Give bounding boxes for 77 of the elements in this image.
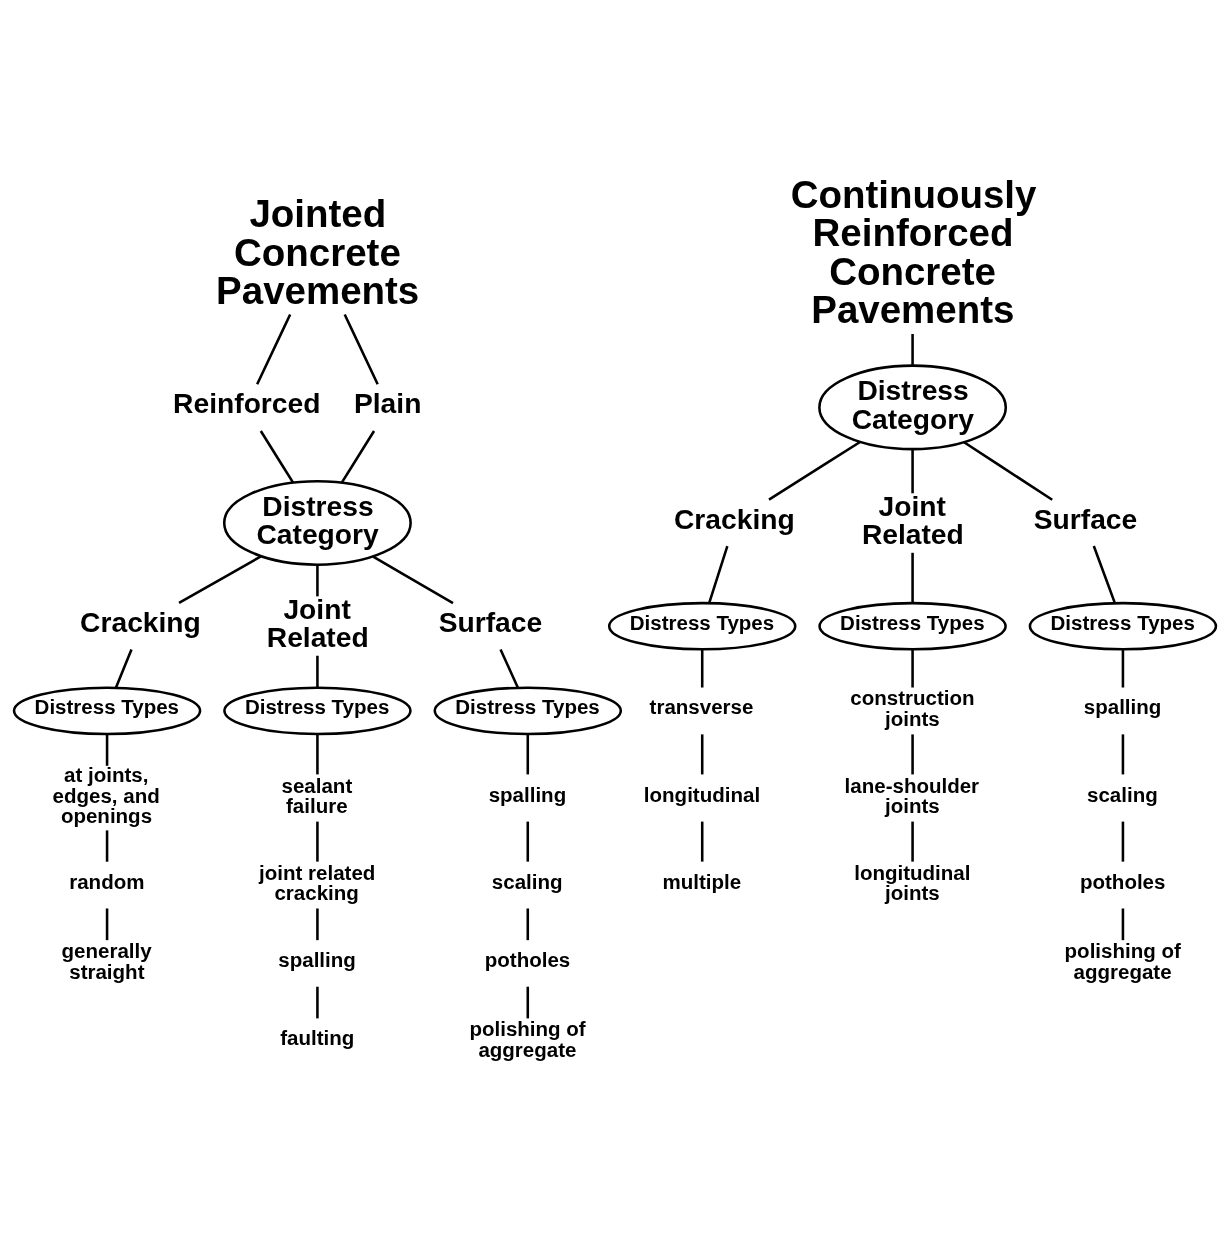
connector: [911, 448, 914, 493]
node-text: longitudinal joints: [854, 860, 971, 904]
node-text: Cracking: [80, 605, 201, 638]
connector: [105, 733, 109, 766]
node-text: transverse: [649, 694, 754, 718]
node-text: potholes: [484, 947, 571, 971]
node-ellipse: Distress Types: [1028, 601, 1218, 651]
node-text: construction joints: [850, 685, 975, 730]
connector: [316, 655, 319, 687]
node-text: potholes: [1079, 869, 1166, 893]
connector: [911, 649, 914, 687]
connector: [316, 821, 319, 862]
node-text: at joints, edges, and openings: [52, 762, 160, 827]
connector: [911, 333, 914, 365]
node-text: scaling: [491, 869, 563, 893]
connector: [1121, 908, 1125, 940]
connector: [768, 440, 861, 501]
connector: [1121, 649, 1125, 687]
node-text: spalling: [278, 947, 356, 971]
connector: [911, 733, 914, 774]
node-text: faulting: [280, 1025, 355, 1049]
node-text: Plain: [353, 386, 422, 419]
connector: [707, 545, 729, 603]
connector: [911, 821, 914, 862]
connector: [343, 313, 379, 385]
node-text: sealant failure: [281, 773, 353, 817]
node-text: polishing of aggregate: [469, 1016, 586, 1061]
connector: [340, 429, 376, 483]
connector: [526, 908, 530, 940]
connector: [256, 313, 292, 385]
node-text: spalling: [1083, 694, 1162, 718]
connector: [1121, 733, 1125, 774]
connector: [911, 552, 914, 603]
node-text: lane-shoulder joints: [844, 773, 980, 817]
node-text: Surface: [438, 605, 543, 638]
connector: [114, 648, 133, 688]
node-ellipse: Distress Types: [607, 601, 797, 651]
node-text: Jointed Concrete Pavements: [216, 191, 420, 312]
connector: [1092, 545, 1117, 604]
node-text: scaling: [1087, 782, 1158, 806]
connector: [316, 908, 319, 940]
connector: [526, 733, 530, 774]
connector: [105, 829, 109, 862]
node-ellipse: Distress Category: [222, 479, 412, 566]
connector: [526, 821, 530, 862]
connector: [316, 564, 319, 596]
connector: [700, 733, 704, 774]
connector: [963, 440, 1053, 501]
node-text: generally straight: [61, 938, 152, 983]
connector: [700, 821, 704, 862]
connector: [178, 554, 262, 604]
node-text: Joint Related: [266, 592, 369, 653]
node-text: longitudinal: [643, 782, 761, 806]
node-text: Continuously Reinforced Concrete Pavements: [790, 172, 1037, 331]
connector: [1121, 821, 1125, 862]
node-ellipse: Distress Types: [12, 686, 202, 735]
connector: [105, 908, 109, 940]
connector: [259, 429, 295, 483]
node-ellipse: Distress Types: [223, 686, 412, 735]
node-text: Surface: [1033, 502, 1138, 535]
connector: [700, 649, 704, 687]
node-ellipse: Distress Category: [818, 363, 1008, 450]
node-text: Cracking: [674, 502, 795, 535]
node-text: Joint Related: [861, 489, 964, 550]
connector: [372, 555, 454, 604]
connector: [316, 733, 319, 774]
node-text: polishing of aggregate: [1064, 938, 1181, 983]
connector: [526, 986, 530, 1018]
node-text: multiple: [662, 869, 742, 893]
node-ellipse: Distress Types: [433, 686, 623, 735]
connector: [499, 648, 519, 688]
node-text: spalling: [488, 782, 567, 806]
connector: [316, 986, 319, 1018]
node-text: joint related cracking: [259, 860, 376, 904]
node-ellipse: Distress Types: [818, 601, 1007, 651]
node-text: random: [69, 869, 145, 893]
node-text: Reinforced: [173, 386, 321, 419]
